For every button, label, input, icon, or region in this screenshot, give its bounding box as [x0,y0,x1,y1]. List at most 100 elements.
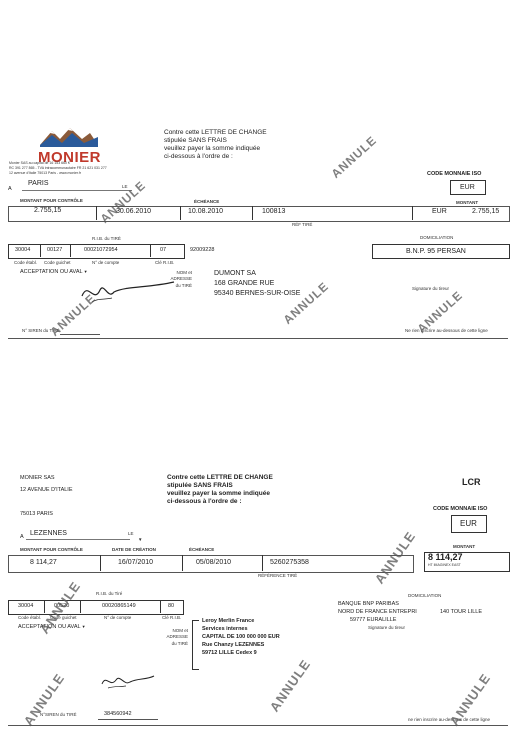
rib-sep [44,600,45,613]
siren-value: 92009228 [190,247,215,253]
le-label: LE [128,531,134,536]
montant-value: 2.755,15 [472,208,500,215]
montant-controle-value: 2.755,15 [34,207,62,214]
acceptation-label: ACCEPTATION OU AVAL [20,269,88,276]
drawer-line: 12 AVENUE D'ITALIE [20,487,73,493]
row2-sep [182,555,183,571]
rib-sep [150,244,151,257]
domiciliation-label: DOMICILIATION [420,235,454,240]
rib-sep [160,600,161,613]
montant-label: MONTANT [456,200,479,205]
header-line: Contre cette LETTRE DE CHANGE [167,474,273,481]
handwritten-signature-icon [81,281,175,303]
tire-line: Leroy Merlin France [202,618,255,624]
siren-box [60,326,100,335]
nom-adresse-label: NOM et ADRESSE du TIRÉ [166,628,188,646]
place-letter: A [20,534,24,540]
tire-bracket [192,620,199,670]
ref-value: 100813 [262,208,286,215]
rib-compte: 00021072954 [84,247,118,253]
tire-line: Rue Chanzy LEZENNES [202,642,265,648]
siren-value: 384560942 [104,711,132,717]
header-line: veuillez payer la somme indiquée [164,145,261,152]
mountain-logo-icon [40,128,98,147]
currency-value: EUR [432,208,447,215]
siren-label: N° SIREN du TIRÉ [22,328,60,333]
acceptation-label: ACCEPTATION OU AVAL [18,624,86,631]
draft-2: MONIER SAS 12 AVENUE D'ITALIE 75013 PARI… [0,460,522,730]
rib-code-guichet: 00127 [47,247,63,253]
signature-tireur-label: Signature du tireur [412,286,450,291]
rib-sep [80,600,81,613]
footer-note: ne rien inscrire au-dessous de cette lig… [408,717,491,722]
nom-adresse-label: NOM et ADRESSE du TIRÉ [170,270,192,288]
signature-tireur-label: Signature du tireur [368,625,406,630]
row1-frame [8,206,510,222]
domiciliation-value: B.N.P. 95 PERSAN [406,248,466,255]
montant-sub: HT IMAGINEX EAST [428,563,461,567]
rib-col-label: N° de compte [92,260,120,265]
tire-line: 59712 LILLE Cedex 9 [202,650,257,656]
le-arrow-icon: ▼ [138,537,143,542]
company-name: MONIER [38,149,101,166]
annule-stamp: ANNULE [266,656,314,715]
company-small-line: 12 avenue d'Italie 75013 Paris - www.mon… [9,171,82,175]
montant-controle-label: MONTANT POUR CONTRÔLE [20,547,83,552]
date-label: DATE DE CRÉATION [112,547,156,552]
echeance-label: ÉCHÉANCE [194,199,220,204]
date-value: 30.06.2010 [116,208,152,215]
monier-logo: MONIER [38,125,101,166]
montant-label: MONTANT [453,544,476,549]
rib-label: R.I.B. du TIRÉ [92,236,121,241]
header-line: veuillez payer la somme indiquée [167,490,270,497]
company-small-line: Monier SAS au capital de 16 153 660 € [9,161,70,165]
code-monnaie-value: EUR [460,184,475,191]
row2-sep [262,555,263,571]
company-small-line: RC 391 277 865 - TVA intracommunautaire … [9,166,107,170]
siren-underline [98,719,158,720]
row2-sep [100,555,101,571]
montant-value: 8 114,27 [428,552,463,562]
siren-label: N°SIREN du TIRÉ [40,712,77,717]
code-monnaie-label: CODE MONNAIE ISO [427,171,482,177]
rib-col-label: Code établ. [14,260,38,265]
row1-sep [180,206,181,220]
drawer-line: MONIER SAS [20,475,55,481]
rib-code-guichet: 00520 [54,603,70,609]
rib-col-label: Code guichet [50,615,77,620]
tire-line: Services internes [202,626,248,632]
place: PARIS [28,180,49,187]
tire-line: 95340 BERNES-SUR-OISE [214,290,301,297]
domiciliation-extra: 140 TOUR LILLE [440,609,482,615]
handwritten-signature-icon [101,675,155,689]
place-underline [26,539,130,540]
echeance-value: 10.08.2010 [188,208,224,215]
montant-controle-label: MONTANT POUR CONTRÔLE [20,198,83,203]
montant-controle-value: 8 114,27 [30,559,57,566]
rib-col-label: Code établ. [18,615,42,620]
rib-frame [8,244,185,259]
footer-line [8,338,508,339]
tire-line: CAPITAL DE 100 000 000 EUR [202,634,280,640]
rib-frame [8,600,184,615]
rib-col-label: Code guichet [44,260,71,265]
row1-sep [96,206,97,220]
annule-stamp: ANNULE [20,670,68,729]
place-underline [22,190,132,191]
tire-line: DUMONT SA [214,270,256,277]
rib-col-label: Clé R.I.B. [162,615,182,620]
domiciliation-line: 59777 EURALILLE [350,617,397,623]
domiciliation-box: B.N.P. 95 PERSAN [372,244,510,259]
ref-value: 5260275358 [270,559,309,566]
rib-cle: 80 [168,603,175,609]
domiciliation-label: DOMICILIATION [408,593,442,598]
rib-label: R.I.B. du Tiré [96,591,123,596]
le-label: LE [122,184,128,189]
header-line: Contre cette LETTRE DE CHANGE [164,129,267,136]
place: LEZENNES [30,530,67,537]
rib-compte: 00020865149 [102,603,136,609]
rib-sep [70,244,71,257]
domiciliation-line: BANQUE BNP PARIBAS [338,601,399,607]
echeance-label: ÉCHÉANCE [189,547,215,552]
rib-sep [40,244,41,257]
